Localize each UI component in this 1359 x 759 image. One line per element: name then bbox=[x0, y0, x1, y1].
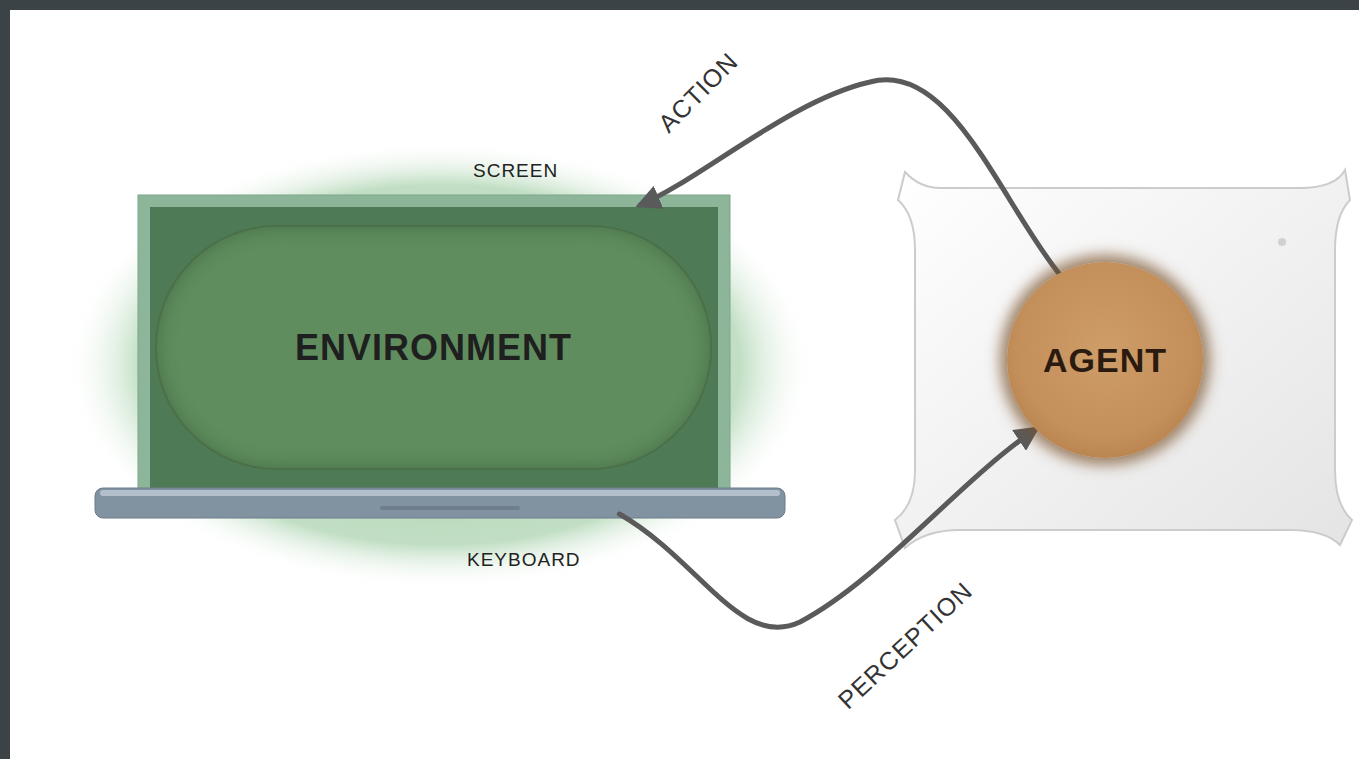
environment-pill: ENVIRONMENT bbox=[155, 225, 712, 470]
agent-glow bbox=[990, 245, 1220, 475]
environment-box: ENVIRONMENT bbox=[95, 195, 785, 522]
part-label: SCREEN bbox=[473, 160, 558, 182]
edge-label: PERCEPTION bbox=[832, 576, 978, 715]
screen-glow bbox=[65, 140, 815, 590]
node-title: ENVIRONMENT bbox=[295, 327, 572, 369]
part-label: KEYBOARD bbox=[467, 549, 581, 571]
device-led bbox=[1278, 238, 1286, 246]
flow-arrow bbox=[640, 80, 1059, 274]
keyboard-base bbox=[95, 488, 785, 518]
screen-panel bbox=[150, 207, 718, 491]
edge-label: ACTION bbox=[652, 46, 744, 138]
node-title: AGENT bbox=[1043, 341, 1167, 380]
agent-circle: AGENT bbox=[1007, 262, 1203, 458]
screen-bezel bbox=[138, 195, 730, 493]
keyboard-highlight bbox=[100, 490, 780, 496]
keyboard-groove bbox=[380, 506, 520, 510]
